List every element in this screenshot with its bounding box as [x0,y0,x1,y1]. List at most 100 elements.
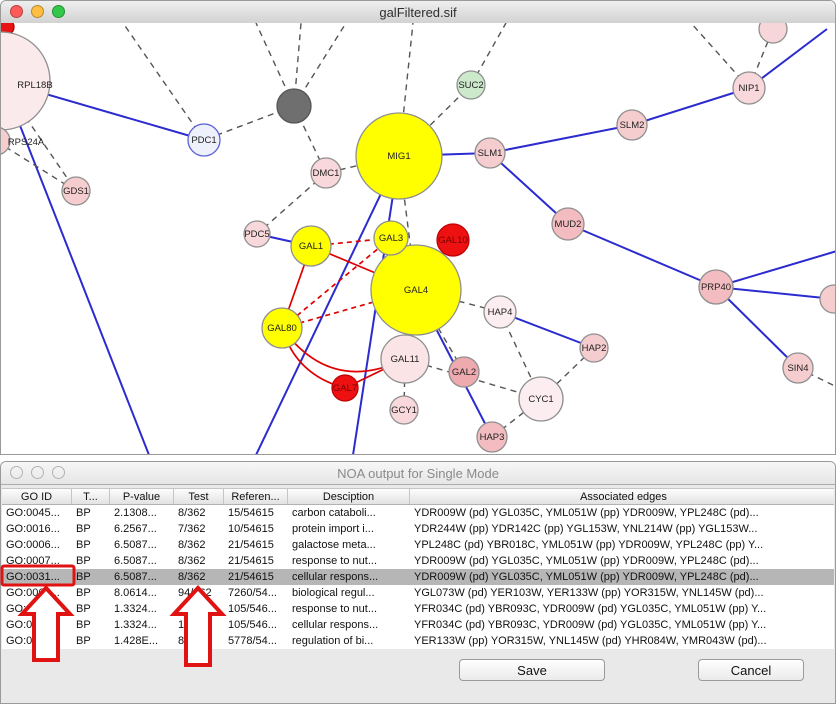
node-circle[interactable] [782,352,814,384]
node-circle[interactable] [370,244,462,336]
node-label: GAL1 [299,241,323,252]
minimize-button[interactable] [31,466,44,479]
network-edge[interactable] [122,23,205,141]
node-circle[interactable] [819,284,835,314]
network-edge[interactable] [567,223,717,288]
node-label: DMC1 [313,168,340,179]
node-circle[interactable] [243,220,271,248]
table-cell: BP [76,619,91,631]
node-circle[interactable] [483,295,517,329]
node-circle[interactable] [310,157,342,189]
node-circle[interactable] [61,176,91,206]
network-edge[interactable] [715,286,799,369]
node-circle[interactable] [476,421,508,453]
noa-window-titlebar[interactable]: NOA output for Single Mode [1,462,835,485]
table-cell: 8/362 [178,555,206,567]
close-button[interactable] [10,466,23,479]
node-label: GAL11 [391,354,420,365]
network-edge[interactable] [255,155,400,454]
network-node: MUD2 [551,207,585,241]
node-circle[interactable] [456,70,486,100]
column-header[interactable]: P-value [110,489,174,504]
node-circle[interactable] [518,376,564,422]
node-circle[interactable] [355,112,443,200]
network-edge[interactable] [715,286,835,300]
column-header[interactable]: Desciption [288,489,410,504]
node-circle[interactable] [436,223,470,257]
node-label: MIG1 [387,151,410,162]
network-edge[interactable] [489,124,633,154]
network-node: GAL3 [373,220,409,256]
network-edge[interactable] [281,237,392,329]
network-node: PDC5 [243,220,271,248]
graph-window-titlebar[interactable]: galFiltered.sif [1,1,835,24]
noa-window-title: NOA output for Single Mode [337,465,499,481]
network-edge[interactable] [499,311,595,349]
node-circle[interactable] [276,88,312,124]
network-node: CYC1 [518,376,564,422]
node-circle[interactable] [380,334,430,384]
network-edge[interactable] [489,152,569,225]
column-header[interactable]: T... [72,489,110,504]
network-edge[interactable] [631,87,750,126]
column-header[interactable]: Associated edges [410,489,836,504]
node-circle[interactable] [732,71,766,105]
node-circle[interactable] [551,207,585,241]
network-node: NIP1 [732,71,766,105]
node-circle[interactable] [758,23,788,44]
network-edge[interactable] [18,122,150,454]
node-circle[interactable] [373,220,409,256]
node-circle[interactable] [261,307,303,349]
cancel-button[interactable]: Cancel [698,659,804,681]
node-circle[interactable] [1,31,51,131]
node-circle[interactable] [290,225,332,267]
node-circle[interactable] [187,123,221,157]
node-circle[interactable] [389,395,419,425]
column-header[interactable]: Referen... [224,489,288,504]
node-circle[interactable] [474,137,506,169]
table-cell: 21/54615 [228,571,274,583]
node-circle[interactable] [579,333,609,363]
table-cell: YDR009W (pd) YGL035C, YML051W (pp) YDR00… [414,555,759,567]
network-edge[interactable] [1,141,77,192]
table-cell: BP [76,571,91,583]
minimize-button[interactable] [31,5,44,18]
table-cell: 1.428E... [114,635,159,647]
node-circle[interactable] [331,374,359,402]
node-label: SIN4 [787,363,808,374]
table-cell: 94/362 [178,587,212,599]
table-cell: YDR009W (pd) YGL035C, YML051W (pp) YDR00… [414,507,759,519]
node-circle[interactable] [698,269,734,305]
node-label: SUC2 [458,80,483,91]
network-edge[interactable] [715,250,835,288]
network-graph[interactable]: RPL18BRPS24AGDS1PDC1SUC2MIG1DMC1SLM1SLM2… [1,23,835,454]
zoom-button[interactable] [52,466,65,479]
table-cell: response to nut... [292,603,377,615]
node-circle[interactable] [616,109,648,141]
node-circle[interactable] [1,127,11,155]
column-header[interactable]: Test [174,489,224,504]
network-edge[interactable] [403,358,406,411]
network-edge[interactable] [797,367,835,387]
table-cell: 8/362 [178,507,206,519]
column-header[interactable]: GO ID [2,489,72,504]
zoom-button[interactable] [52,5,65,18]
table-cell: YFR034C (pd) YBR093C, YDR009W (pd) YGL03… [414,619,767,631]
table-cell: carbon cataboli... [292,507,376,519]
close-button[interactable] [10,5,23,18]
save-button[interactable]: Save [459,659,605,681]
node-label: RPS24A [8,137,45,148]
node-circle[interactable] [448,356,480,388]
table-cell: response to nut... [292,555,377,567]
table-cell: BP [76,635,91,647]
